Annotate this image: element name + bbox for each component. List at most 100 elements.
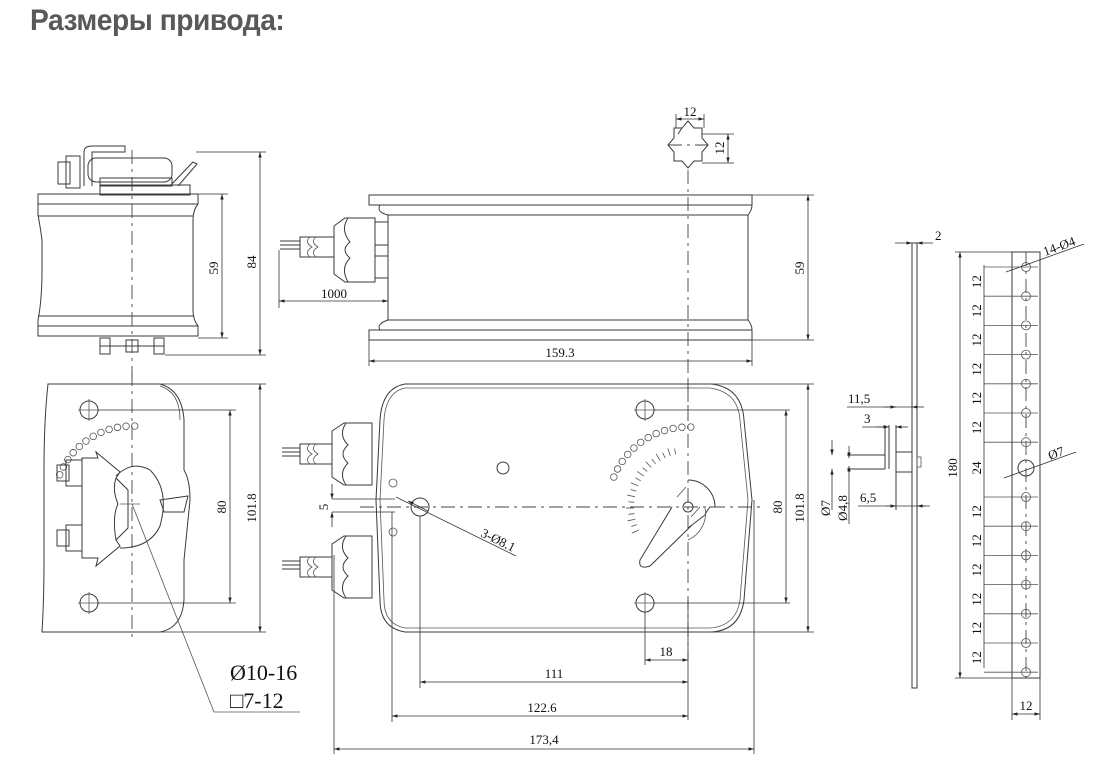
top-view-main: 5 3-Ø8.1 80 101.8 18 111 122.6 173,4 xyxy=(282,380,814,754)
indicator-dot xyxy=(105,425,113,434)
pitch-label: 12 xyxy=(969,651,984,664)
shaft-range-round: Ø10-16 xyxy=(230,660,297,685)
scale-tick xyxy=(674,448,677,455)
main-hole-spacing: 80 xyxy=(770,501,785,514)
scale-tick xyxy=(631,529,640,534)
cable-gland xyxy=(331,422,373,486)
indicator-dot xyxy=(669,424,677,433)
offset-5: 5 xyxy=(316,504,331,511)
indicator-dot xyxy=(624,450,632,459)
pitch-label: 12 xyxy=(969,392,984,405)
front-body-length: 159.3 xyxy=(545,345,574,360)
page-title: Размеры привода: xyxy=(30,4,285,37)
pitch-label: 12 xyxy=(969,334,984,347)
indicator-dot xyxy=(613,465,622,473)
scale-tick xyxy=(627,494,636,498)
scale-tick xyxy=(628,513,635,515)
dia-7: Ø7 xyxy=(818,500,833,516)
scale-tick xyxy=(645,461,652,468)
dim-6-5: 6,5 xyxy=(860,490,876,505)
indicator-dot xyxy=(618,457,626,466)
indicator-dot xyxy=(75,442,83,451)
scale-tick xyxy=(651,458,656,465)
front-view: 12 12 1000 59 159. xyxy=(278,104,814,420)
bracket-center-hole xyxy=(1017,459,1035,477)
left-hole-spacing: 80 xyxy=(214,501,229,514)
bracket-side-view: 2 11,5 3 Ø7 Ø4,8 6,5 xyxy=(818,228,942,689)
dim-11-5: 11,5 xyxy=(848,391,870,406)
cable-sleeve xyxy=(299,443,333,465)
bracket-center-hole: Ø7 xyxy=(1046,443,1067,463)
mount-holes: 3-Ø8.1 xyxy=(479,525,518,554)
scale-tick xyxy=(636,471,644,477)
shaft-range-square: □7-12 xyxy=(230,688,284,713)
scale-tick xyxy=(630,489,637,492)
scale-tick xyxy=(662,452,666,459)
main-body-width: 101.8 xyxy=(792,493,807,522)
pitch-label: 12 xyxy=(969,564,984,577)
indicator-dot xyxy=(59,463,68,471)
pitch-label: 12 xyxy=(969,363,984,376)
scale-tick xyxy=(635,477,641,482)
scale-tick xyxy=(655,453,661,461)
shaft-width: 12 xyxy=(684,104,697,119)
dia-4-8: Ø4,8 xyxy=(835,495,850,521)
bracket-holes: 14-Ø4 xyxy=(1041,233,1078,259)
indicator-dot xyxy=(678,423,686,431)
indicator-dot xyxy=(644,433,652,442)
indicator-dot xyxy=(97,428,105,437)
cable-length: 1000 xyxy=(321,286,347,301)
indicator-dot xyxy=(131,422,139,430)
bracket-thickness: 2 xyxy=(935,228,942,243)
indicator-dot xyxy=(637,438,645,447)
scale-tick xyxy=(628,501,635,503)
indicator-dot xyxy=(89,432,97,441)
center-gap-label: 24 xyxy=(969,461,984,475)
indicator-dot xyxy=(82,437,90,445)
scale-tick xyxy=(667,448,671,457)
pitch-label: 12 xyxy=(969,622,984,635)
pitch-label: 12 xyxy=(969,304,984,317)
side-view: 84 59 xyxy=(37,145,266,380)
pitch-label: 12 xyxy=(969,421,984,434)
bracket-length: 180 xyxy=(945,458,960,478)
pitch-label: 12 xyxy=(969,275,984,288)
pitch-label: 12 xyxy=(969,593,984,606)
indicator-dot xyxy=(687,423,695,431)
side-body-height: 59 xyxy=(206,262,221,275)
indicator-dot xyxy=(660,426,669,435)
scale-tick xyxy=(627,518,636,522)
indicator-dot xyxy=(113,423,122,432)
bracket-width: 12 xyxy=(1020,698,1033,713)
indicator-dot xyxy=(652,429,660,438)
shaft-height: 12 xyxy=(712,142,727,155)
cable-break xyxy=(307,556,313,578)
cable-break xyxy=(313,556,319,578)
gland-nut xyxy=(342,535,349,599)
front-body-height: 59 xyxy=(792,262,807,275)
dim-122-6: 122.6 xyxy=(527,700,557,715)
indicator-dot xyxy=(630,444,638,452)
left-body-width: 101.8 xyxy=(244,493,259,522)
scale-tick xyxy=(642,467,648,472)
indicator-dot xyxy=(55,471,64,479)
indicator-dot xyxy=(610,473,618,481)
pitch-label: 12 xyxy=(969,534,984,547)
dim-111: 111 xyxy=(545,666,564,681)
scale-tick xyxy=(630,482,639,487)
gland-nut xyxy=(342,422,349,486)
top-view-left: Ø10-16 □7-12 80 101.8 xyxy=(41,372,300,713)
cable-gland xyxy=(331,535,373,599)
cable-sleeve xyxy=(299,556,333,578)
dim-18: 18 xyxy=(660,644,673,659)
dim-3: 3 xyxy=(864,411,871,426)
cable-break xyxy=(313,443,319,465)
pitch-label: 12 xyxy=(969,505,984,518)
scale-tick xyxy=(631,524,638,527)
indicator-dot xyxy=(122,422,130,430)
overall-length: 173,4 xyxy=(529,732,559,747)
cable-break xyxy=(307,443,313,465)
side-height-total: 84 xyxy=(244,255,259,269)
